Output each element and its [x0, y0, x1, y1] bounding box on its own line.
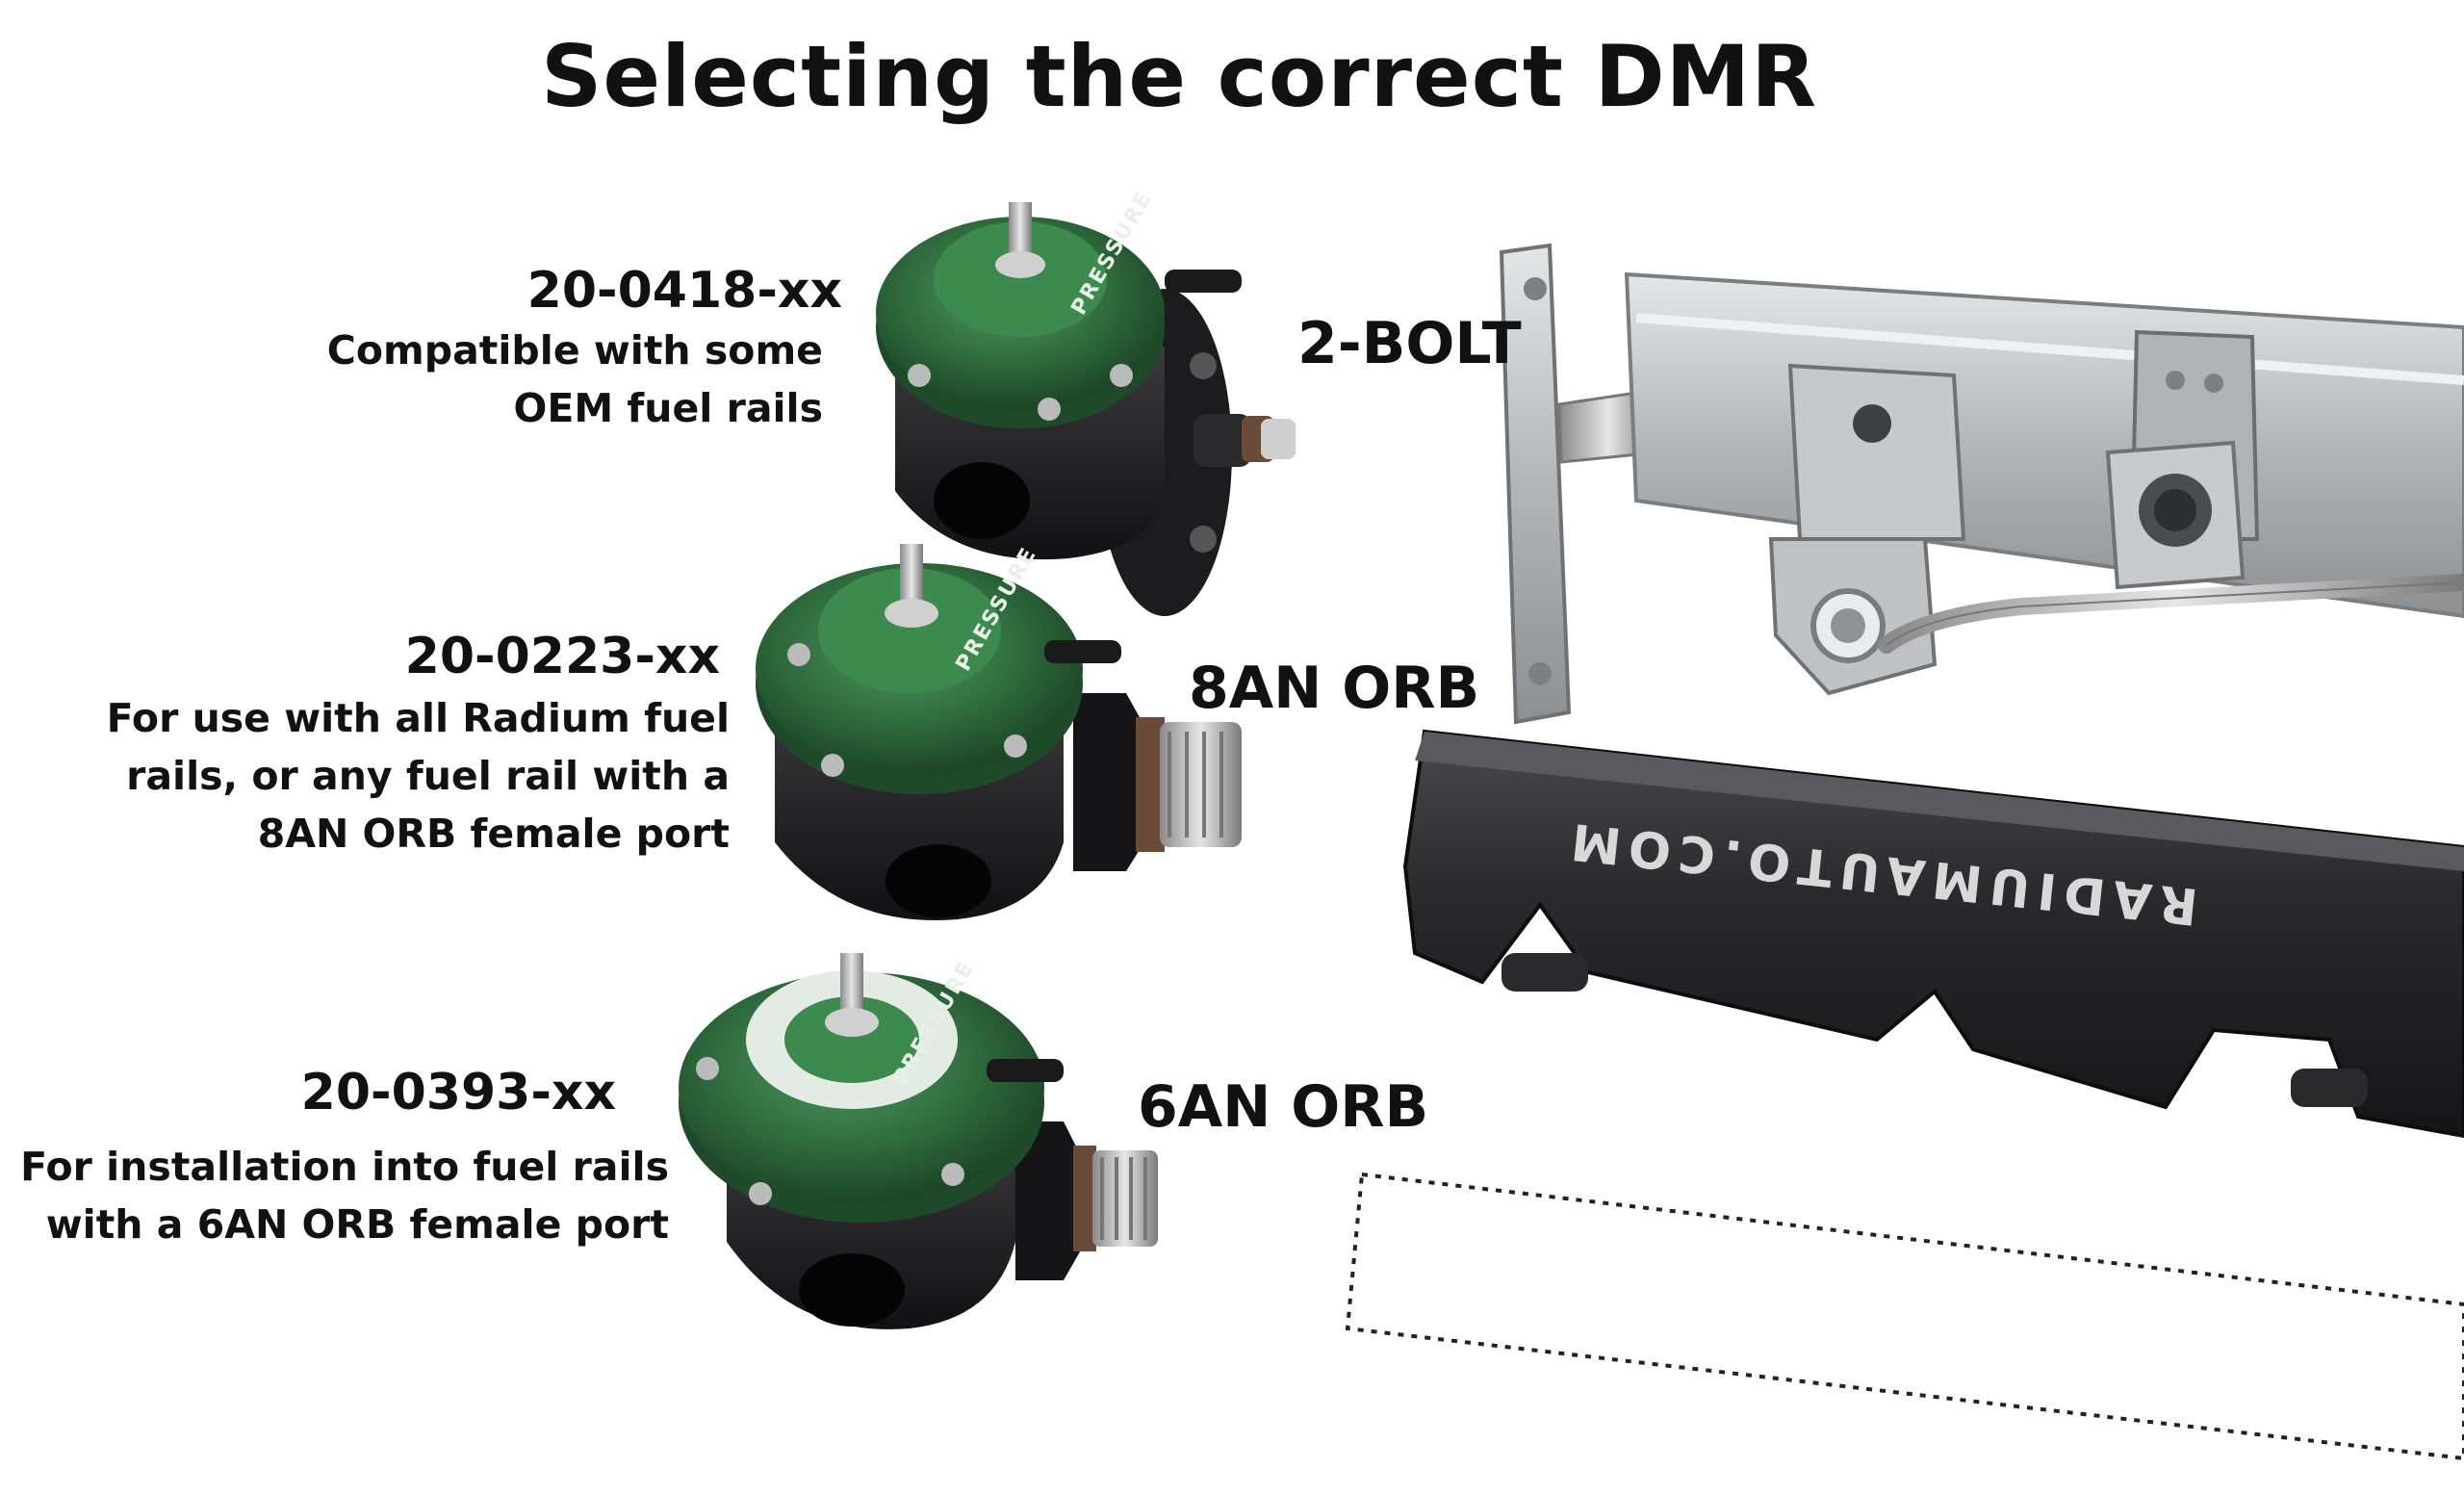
radium-fuel-rail: RADIUMAUTO.COM	[1402, 729, 2464, 1139]
page-title: Selecting the correct DMR	[541, 27, 1817, 126]
regulator-8an-orb: PRESSURE	[756, 543, 1242, 920]
dotted-outline	[1345, 1172, 2464, 1461]
description-20-0223: For use with all Radium fuel rails, or a…	[106, 695, 730, 857]
description-20-0393: For installation into fuel rails with a …	[20, 1144, 669, 1248]
description-20-0418: Compatible with some OEM fuel rails	[326, 327, 823, 431]
regulator-6an-orb: PRESSURE	[679, 953, 1158, 1329]
port-label-8an-orb: 8AN ORB	[1189, 655, 1480, 722]
part-number-20-0393: 20-0393-xx	[300, 1064, 616, 1121]
port-label-2-bolt: 2-BOLT	[1297, 310, 1522, 377]
port-label-6an-orb: 6AN ORB	[1138, 1073, 1429, 1141]
part-number-20-0223: 20-0223-xx	[404, 628, 720, 685]
regulator-2-bolt: PRESSURE	[876, 187, 1296, 616]
part-number-20-0418: 20-0418-xx	[526, 262, 842, 320]
oem-fuel-rail	[1499, 243, 2464, 725]
